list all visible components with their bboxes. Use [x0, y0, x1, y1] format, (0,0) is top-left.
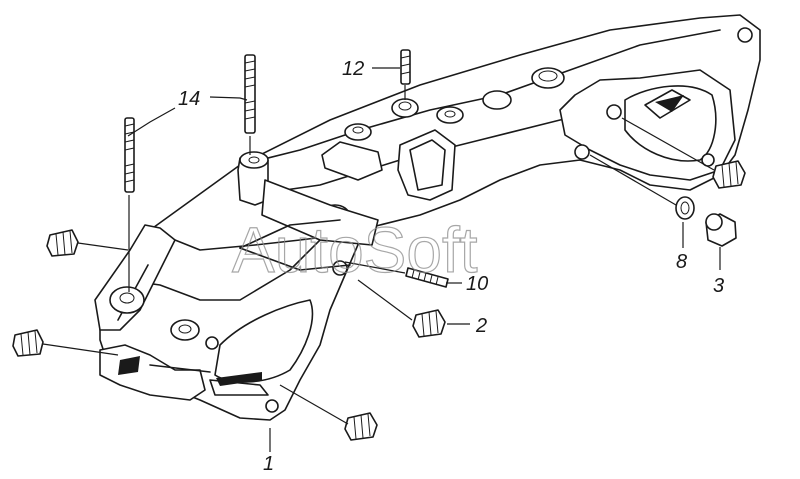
housing-body — [149, 14, 761, 251]
watermark: AutoSoft — [232, 214, 478, 286]
housing-front-flange — [94, 151, 379, 421]
callout-10: 10 — [466, 273, 488, 295]
plug-3 — [705, 213, 737, 270]
callout-1: 1 — [263, 453, 274, 475]
leader-14-right — [209, 96, 248, 101]
plug-item-2 — [357, 279, 470, 338]
plug-right — [621, 117, 746, 189]
plug-left-lower — [12, 329, 119, 357]
callout-8: 8 — [676, 251, 687, 273]
stud-12 — [400, 49, 411, 100]
stud-10 — [344, 261, 449, 288]
callout-12: 12 — [342, 58, 364, 80]
callout-3: 3 — [713, 275, 724, 297]
washer-8 — [589, 154, 695, 248]
stud-14-left — [124, 117, 135, 193]
stud-14-right — [244, 54, 256, 134]
plug-left-upper — [46, 229, 129, 257]
plug-bottom — [279, 384, 378, 441]
leader-14-left — [127, 107, 176, 137]
callout-14: 14 — [178, 88, 200, 110]
callout-2: 2 — [475, 315, 487, 337]
